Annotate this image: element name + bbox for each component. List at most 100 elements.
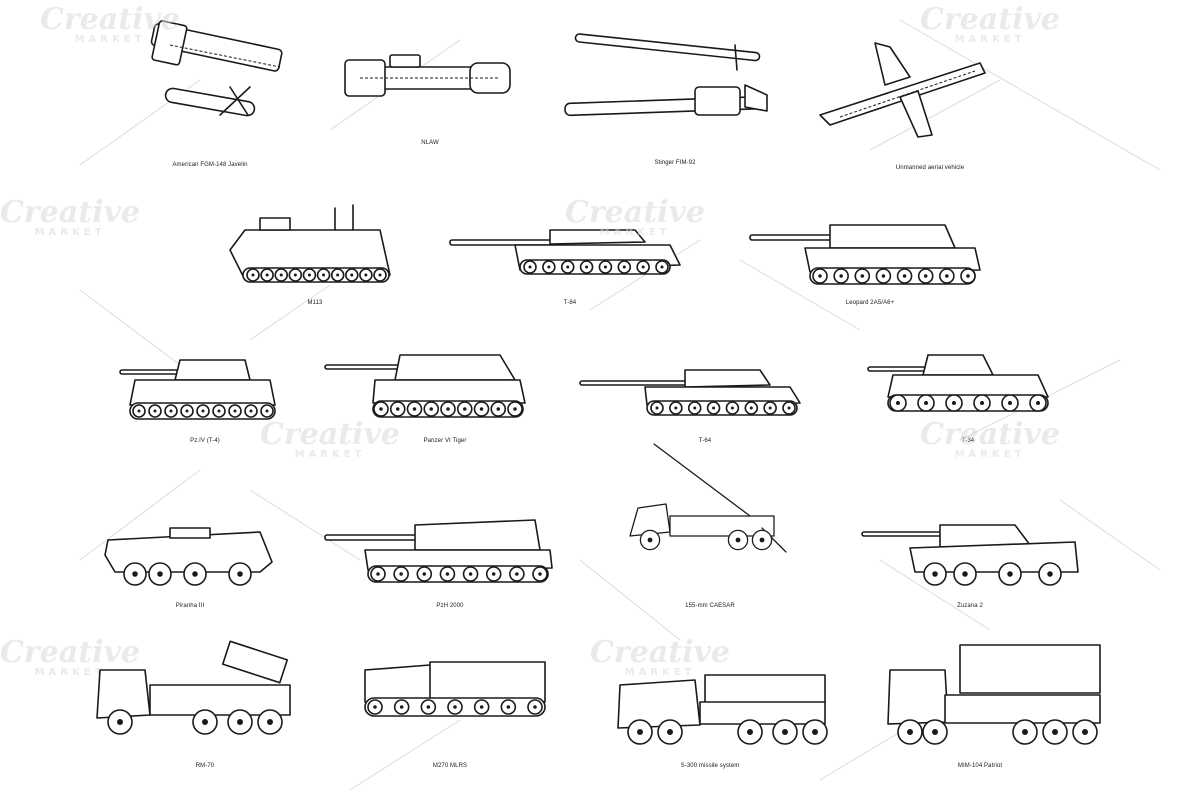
- wheel-hub: [249, 409, 253, 413]
- wheel-hub: [603, 265, 607, 269]
- wheel-hub: [881, 274, 886, 278]
- stinger-icon: [564, 33, 768, 117]
- wheel-hub: [962, 571, 968, 577]
- item-nlaw: NLAW: [300, 15, 560, 165]
- wheel-hub: [279, 273, 283, 277]
- item-tiger: Panzer VI Tiger: [315, 345, 575, 495]
- wheel-hub: [907, 729, 913, 735]
- wheel-hub: [585, 265, 589, 269]
- item-m113: M113: [185, 190, 445, 340]
- wheel-hub: [479, 705, 484, 709]
- wheel-hub: [396, 407, 400, 411]
- item-rm70: RM-70: [75, 640, 335, 790]
- wheel-hub: [117, 719, 123, 725]
- wheel-hub: [902, 274, 907, 278]
- drone-icon: [819, 42, 986, 138]
- caption: T-64: [698, 438, 712, 444]
- item-t64: T-64: [575, 345, 835, 495]
- wheel-hub: [747, 729, 753, 735]
- wheel-hub: [251, 273, 255, 277]
- item-patriot: MIM-104 Patriot: [850, 640, 1110, 790]
- item-pz4: Pz.IV (T-4): [75, 345, 335, 495]
- wheel-hub: [399, 705, 404, 709]
- missile-system-icon: [617, 674, 828, 745]
- caption: M113: [307, 300, 323, 306]
- rocket-launcher-truck-icon: [96, 640, 291, 735]
- wheel-hub: [1036, 401, 1040, 405]
- wheel-hub: [515, 572, 519, 576]
- wheel-hub: [839, 274, 843, 278]
- patriot-launcher-icon: [887, 644, 1101, 745]
- wheel-hub: [1022, 729, 1028, 735]
- wheel-hub: [1052, 729, 1058, 735]
- item-pzh2000: PzH 2000: [320, 500, 580, 650]
- wheel-hub: [468, 572, 473, 576]
- item-uav: Unmanned aerial vehicle: [800, 15, 1060, 171]
- wheel-hub: [201, 409, 205, 413]
- wheel-hub: [364, 273, 368, 277]
- item-caesar: 155-mm CAESAR: [580, 440, 840, 609]
- wheel-hub: [932, 729, 938, 735]
- caption: T-84: [563, 300, 577, 306]
- caption: T-34: [961, 438, 975, 444]
- caption: RM-70: [195, 763, 215, 769]
- caption: American FGM-148 Javelin: [172, 162, 248, 168]
- caption: Piranha III: [175, 603, 205, 609]
- wheel-hub: [980, 401, 984, 405]
- tank-icon: [449, 229, 681, 275]
- wheel-hub: [132, 571, 138, 577]
- wheel-hub: [622, 265, 626, 269]
- wheel-hub: [265, 273, 269, 277]
- wheeled-howitzer-icon: [861, 524, 1079, 586]
- wheel-hub: [667, 729, 673, 735]
- wheel-hub: [491, 572, 496, 576]
- wheel-hub: [693, 406, 697, 410]
- caption: Unmanned aerial vehicle: [895, 165, 965, 171]
- wheel-hub: [637, 729, 643, 735]
- wheel-hub: [759, 537, 765, 543]
- wheel-hub: [399, 572, 403, 576]
- wheel-hub: [566, 265, 570, 269]
- caption: Zuzana 2: [957, 603, 983, 609]
- wheel-hub: [463, 407, 467, 411]
- wheel-hub: [660, 265, 664, 269]
- wheel-hub: [730, 406, 734, 410]
- wheel-hub: [426, 705, 431, 709]
- wheel-hub: [373, 705, 377, 709]
- wheel-hub: [217, 409, 221, 413]
- item-leopard: Leopard 2A5/A6+: [740, 190, 1000, 340]
- wheel-hub: [412, 407, 417, 411]
- caption: PzH 2000: [436, 603, 464, 609]
- wheel-hub: [1082, 729, 1088, 735]
- wheel-hub: [932, 571, 938, 577]
- wheel-hub: [528, 265, 532, 269]
- self-propelled-gun-icon: [324, 519, 553, 583]
- wheel-hub: [379, 407, 383, 411]
- tank-icon: [579, 369, 801, 416]
- item-stinger: Stinger FIM-92: [545, 15, 805, 166]
- wheel-hub: [376, 572, 380, 576]
- wheel-hub: [1008, 401, 1012, 405]
- wheel-hub: [267, 719, 273, 725]
- tank-icon: [119, 359, 276, 420]
- wheel-hub: [378, 273, 382, 277]
- wheel-hub: [137, 409, 141, 413]
- wheel-hub: [307, 273, 311, 277]
- apc-icon: [229, 204, 391, 283]
- wheel-hub: [735, 537, 741, 543]
- wheel-hub: [513, 407, 517, 411]
- caption: NLAW: [421, 140, 439, 146]
- wheel-hub: [322, 273, 326, 277]
- item-javelin: American FGM-148 Javelin: [80, 15, 340, 168]
- wheel-hub: [768, 406, 772, 410]
- wheel-hub: [674, 406, 678, 410]
- item-zuzana: Zuzana 2: [840, 500, 1100, 650]
- mlrs-icon: [364, 661, 546, 717]
- item-t34: T-34: [838, 345, 1098, 495]
- wheel-hub: [153, 409, 157, 413]
- wheel-hub: [496, 407, 500, 411]
- wheel-hub: [265, 409, 269, 413]
- wheel-hub: [1047, 571, 1053, 577]
- wheel-hub: [818, 274, 822, 278]
